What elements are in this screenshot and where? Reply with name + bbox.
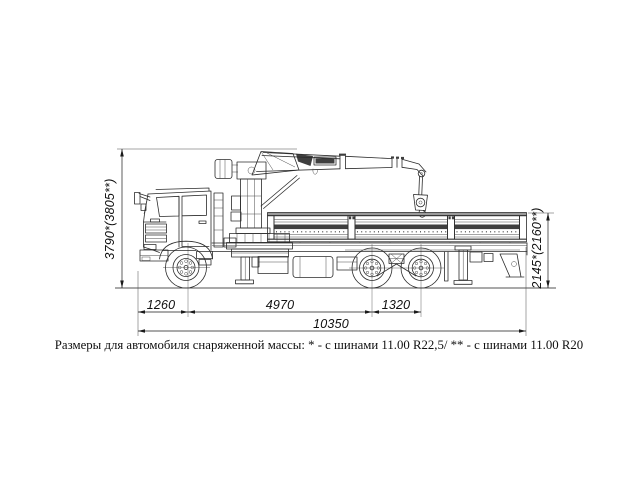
- dimension-overall-length: 10350: [313, 317, 349, 331]
- dimension-front-overhang: 1260: [146, 297, 176, 312]
- drawing-caption: Размеры для автомобиля снаряженной массы…: [54, 338, 584, 352]
- rear-wheels: [351, 247, 442, 289]
- chassis-frame: [211, 242, 528, 282]
- cargo-platform: [267, 212, 527, 243]
- truck-cab: [134, 187, 237, 266]
- dimension-wheelbase: 4970: [265, 297, 295, 312]
- crane-manipulator: [214, 151, 428, 250]
- front-wheel: [165, 246, 207, 289]
- outriggers: [231, 245, 473, 285]
- dimension-overall-height: 3790*(3805**): [103, 178, 117, 260]
- boom-logo-badge: [313, 156, 337, 166]
- dimension-lines: [115, 148, 556, 336]
- dimension-rear-height: 2145*(2160**): [530, 207, 544, 289]
- dimension-rear-axle-spacing: 1320: [381, 297, 411, 312]
